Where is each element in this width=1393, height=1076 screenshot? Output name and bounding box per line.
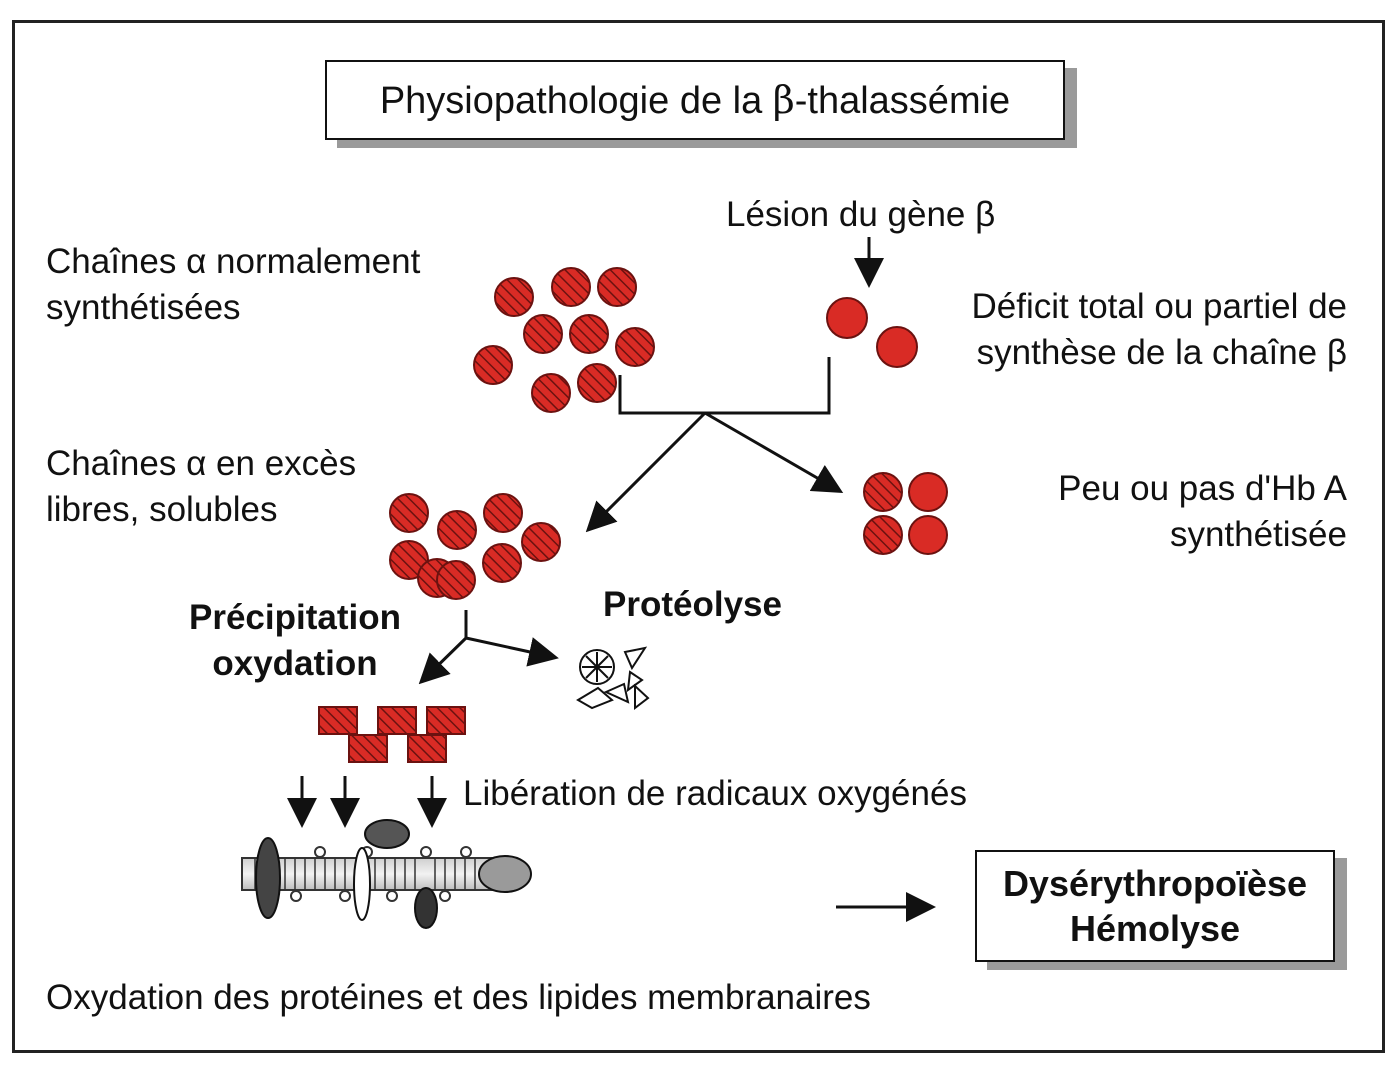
arrow-to-precipitation bbox=[418, 636, 468, 685]
label-precipitation: Précipitation oxydation bbox=[170, 595, 420, 687]
arrow-to-proteolysis bbox=[465, 636, 559, 667]
membrane-protein bbox=[364, 819, 410, 849]
result-hemolysis: Hémolyse bbox=[1069, 908, 1241, 949]
alpha-chain bbox=[494, 277, 534, 317]
alpha-chain bbox=[531, 373, 571, 413]
label-alpha-normal: Chaînes α normalement synthétisées bbox=[46, 239, 420, 331]
precipitate-block bbox=[377, 706, 417, 735]
label-proteolysis: Protéolyse bbox=[603, 585, 782, 624]
membrane-protein bbox=[255, 837, 281, 919]
title-prefix: Physiopathologie de la bbox=[379, 79, 773, 122]
membrane-protein bbox=[353, 847, 371, 921]
label-radicals: Libération de radicaux oxygénés bbox=[463, 774, 967, 813]
label-beta-deficit-line2: synthèse de la chaîne β bbox=[976, 333, 1347, 373]
title-suffix: -thalassémie bbox=[794, 79, 1011, 122]
alpha-chain bbox=[569, 314, 609, 354]
alpha-chain bbox=[436, 560, 476, 600]
alpha-chain bbox=[863, 472, 903, 512]
alpha-chain bbox=[483, 493, 523, 533]
title-beta: β bbox=[772, 77, 795, 122]
result-box: Dysérythropoïèse Hémolyse bbox=[975, 850, 1335, 962]
alpha-chains-normal-cluster bbox=[473, 267, 655, 413]
precipitate-block bbox=[407, 734, 447, 763]
proteolysis-fragments-icon bbox=[576, 646, 650, 711]
label-precipitation-line2: oxydation bbox=[212, 644, 378, 684]
alpha-chains-excess-cluster bbox=[389, 493, 561, 600]
precipitate-block bbox=[348, 734, 388, 763]
alpha-chain bbox=[521, 522, 561, 562]
result-dyserythropoiesis: Dysérythropoïèse bbox=[1002, 863, 1308, 904]
alpha-chain bbox=[863, 515, 903, 555]
alpha-chain bbox=[389, 493, 429, 533]
alpha-chain bbox=[437, 510, 477, 550]
label-hba-line2: synthétisée bbox=[1169, 515, 1347, 555]
diagram-title: Physiopathologie de la β-thalassémie bbox=[380, 78, 1010, 123]
label-beta-deficit: Déficit total ou partiel de synthèse de … bbox=[972, 284, 1347, 376]
precipitated-chains bbox=[318, 706, 466, 763]
alpha-chain bbox=[597, 267, 637, 307]
label-beta-deficit-line1: Déficit total ou partiel de bbox=[971, 287, 1347, 326]
beta-chain bbox=[908, 472, 948, 512]
title-box: Physiopathologie de la β-thalassémie bbox=[325, 60, 1065, 140]
label-alpha-excess-line1: Chaînes α en excès bbox=[46, 444, 357, 483]
beta-chain bbox=[826, 297, 868, 339]
membrane-protein bbox=[478, 855, 532, 893]
label-alpha-normal-line1: Chaînes α normalement bbox=[46, 242, 421, 281]
label-hba: Peu ou pas d'Hb A synthétisée bbox=[1058, 466, 1347, 558]
alpha-chain bbox=[389, 540, 429, 580]
membrane-protein bbox=[414, 887, 438, 929]
label-precipitation-line1: Précipitation bbox=[189, 598, 401, 637]
arrow-to-excess-alpha bbox=[585, 411, 707, 533]
alpha-chain bbox=[551, 267, 591, 307]
beta-chain bbox=[876, 326, 918, 368]
combination-bracket bbox=[618, 357, 831, 415]
label-membrane-oxidation: Oxydation des protéines et des lipides m… bbox=[46, 978, 871, 1017]
precipitate-block bbox=[426, 706, 466, 735]
alpha-chain bbox=[473, 345, 513, 385]
arrow-to-hba bbox=[704, 411, 844, 494]
label-alpha-normal-line2: synthétisées bbox=[46, 288, 241, 328]
alpha-chain bbox=[482, 543, 522, 583]
label-alpha-excess-line2: libres, solubles bbox=[46, 490, 278, 530]
alpha-chain bbox=[523, 314, 563, 354]
label-alpha-excess: Chaînes α en excès libres, solubles bbox=[46, 441, 356, 533]
alpha-chain bbox=[615, 327, 655, 367]
label-gene-lesion: Lésion du gène β bbox=[726, 195, 996, 234]
hba-tetramer bbox=[863, 472, 948, 555]
membrane-icon bbox=[241, 819, 532, 929]
label-hba-line1: Peu ou pas d'Hb A bbox=[1058, 469, 1347, 508]
precipitate-block bbox=[318, 706, 358, 735]
alpha-chain bbox=[577, 363, 617, 403]
beta-chain bbox=[908, 515, 948, 555]
